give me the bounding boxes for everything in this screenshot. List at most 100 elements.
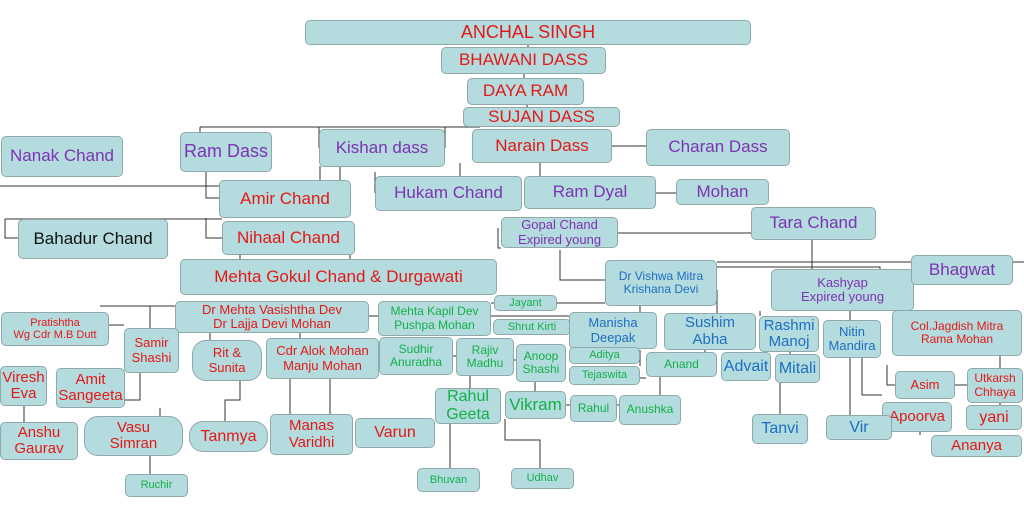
node-label: Madhu: [466, 356, 504, 370]
node-amir-chand[interactable]: Amir Chand: [219, 180, 351, 218]
node-nihaal-chand[interactable]: Nihaal Chand: [222, 221, 355, 255]
node-label: Sushim: [684, 314, 736, 331]
node-label: Manisha: [588, 315, 638, 331]
node-label: Shrut Kirti: [507, 320, 557, 333]
node-bhuvan[interactable]: Bhuvan: [417, 468, 480, 492]
node-apoorva[interactable]: Apoorva: [882, 402, 952, 432]
node-label: Samir: [134, 335, 169, 351]
node-label: Rit &: [212, 345, 242, 361]
node-anand[interactable]: Anand: [646, 352, 717, 377]
node-label: Shashi: [131, 349, 172, 365]
node-tanmya[interactable]: Tanmya: [189, 421, 268, 452]
node-label: Gopal Chand: [521, 217, 598, 233]
node-aditya[interactable]: Aditya: [569, 347, 640, 364]
node-tejaswita[interactable]: Tejaswita: [569, 366, 640, 385]
node-hukam-chand[interactable]: Hukam Chand: [375, 176, 522, 211]
node-label: Mehta Kapil Dev: [390, 304, 479, 319]
node-label: Simran: [109, 435, 158, 452]
node-label: Varidhi: [288, 433, 335, 451]
node-bhawani-dass[interactable]: BHAWANI DASS: [441, 47, 606, 74]
node-label: Nihaal Chand: [236, 227, 340, 247]
node-mohan[interactable]: Mohan: [676, 179, 769, 205]
node-vir[interactable]: Vir: [826, 415, 892, 440]
node-sujan-dass[interactable]: SUJAN DASS: [463, 107, 620, 127]
node-shrut-kirti[interactable]: Shrut Kirti: [493, 319, 571, 335]
connector-line: [504, 419, 541, 468]
node-nanak-chand[interactable]: Nanak Chand: [1, 136, 123, 177]
node-label: Chhaya: [974, 384, 1016, 399]
node-udhav[interactable]: Udhav: [511, 468, 574, 489]
node-asim[interactable]: Asim: [895, 371, 955, 399]
node-label: Varun: [374, 424, 416, 442]
node-label: Expired young: [517, 231, 602, 247]
node-vikram[interactable]: Vikram: [505, 391, 566, 419]
node-label: yani: [979, 408, 1009, 426]
node-bhagwat[interactable]: Bhagwat: [911, 255, 1013, 285]
node-label: Ram Dyal: [552, 182, 628, 202]
node-varun[interactable]: Varun: [355, 418, 435, 448]
node-ram-dass[interactable]: Ram Dass: [180, 132, 272, 172]
node-mehta-gokul-chand[interactable]: Mehta Gokul Chand & Durgawati: [180, 259, 497, 295]
node-label: Viresh: [2, 368, 45, 386]
node-jayant[interactable]: Jayant: [494, 295, 557, 311]
node-kishan-dass[interactable]: Kishan dass: [319, 129, 445, 167]
node-anchal-singh[interactable]: ANCHAL SINGH: [305, 20, 751, 45]
node-charan-dass[interactable]: Charan Dass: [646, 129, 790, 166]
node-label: Ananya: [951, 436, 1002, 454]
node-label: Krishana Devi: [623, 282, 699, 296]
node-anushka[interactable]: Anushka: [619, 395, 681, 425]
node-ananya[interactable]: Ananya: [931, 435, 1022, 457]
node-label: Apoorva: [889, 407, 945, 425]
node-label: Kishan dass: [335, 137, 429, 157]
node-label: Utkarsh: [974, 371, 1016, 386]
node-label: Pushpa Mohan: [394, 317, 475, 332]
node-ram-dyal[interactable]: Ram Dyal: [524, 176, 656, 209]
node-label: Vasu: [116, 418, 151, 436]
node-bahadur-chand[interactable]: Bahadur Chand: [18, 219, 168, 259]
node-label: Deepak: [590, 329, 636, 345]
node-tara-chand[interactable]: Tara Chand: [751, 207, 876, 240]
connector-line: [205, 218, 222, 239]
node-daya-ram[interactable]: DAYA RAM: [467, 78, 584, 105]
node-label: Cdr Alok Mohan: [276, 343, 369, 359]
node-narain-dass[interactable]: Narain Dass: [472, 129, 612, 163]
node-label: Anoop: [523, 348, 559, 363]
node-rahul[interactable]: Rahul: [570, 395, 617, 422]
node-label: Nitin: [838, 323, 865, 339]
node-label: Tejaswita: [581, 369, 628, 382]
node-mitali[interactable]: Mitali: [775, 354, 820, 383]
node-advait[interactable]: Advait: [721, 352, 771, 381]
node-yani[interactable]: yani: [966, 405, 1022, 430]
node-ruchir[interactable]: Ruchir: [125, 474, 188, 497]
node-rit-sunita[interactable]: Rit &Sunita: [192, 340, 262, 381]
connector-line: [497, 228, 501, 249]
node-label: Anshu: [17, 423, 61, 441]
connector-line: [886, 365, 895, 386]
node-label: Nanak Chand: [10, 146, 114, 166]
connector-line: [559, 250, 605, 281]
node-tanvi[interactable]: Tanvi: [752, 414, 808, 444]
